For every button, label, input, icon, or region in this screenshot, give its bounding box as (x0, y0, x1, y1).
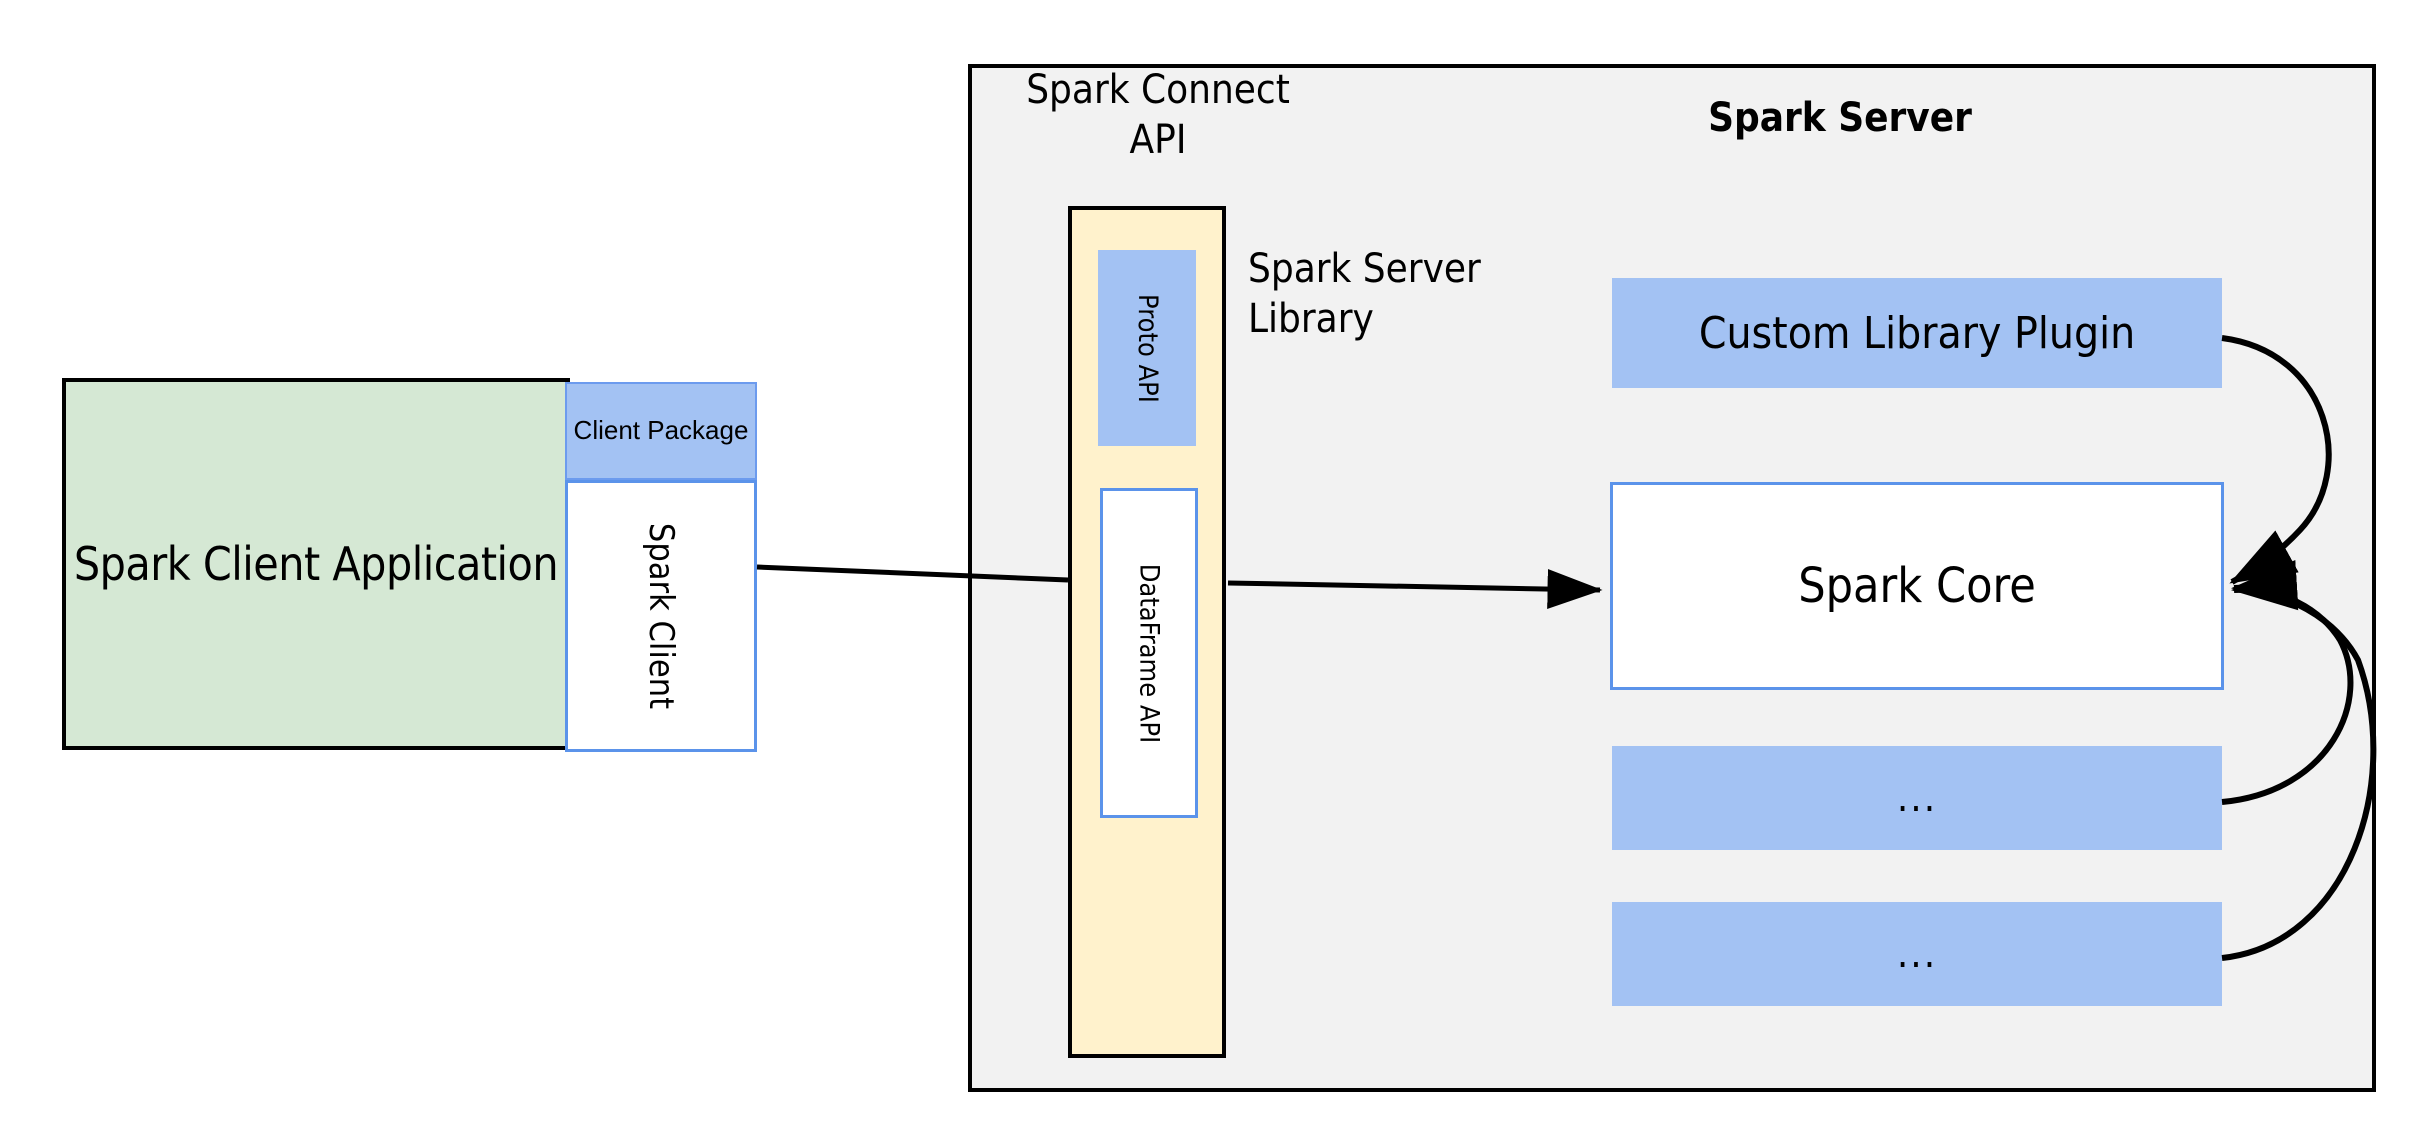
client-package-box[interactable]: Client Package (565, 382, 757, 480)
ellipsis-box-2-label: ... (1896, 931, 1938, 977)
spark-client-label: Spark Client (641, 522, 681, 710)
dataframe-api-label: DataFrame API (1133, 563, 1165, 743)
spark-client-box[interactable]: Spark Client (565, 480, 757, 752)
ellipsis-box-1-label: ... (1896, 775, 1938, 821)
custom-library-plugin-box[interactable]: Custom Library Plugin (1612, 278, 2222, 388)
spark-server-title: Spark Server (1708, 95, 1972, 141)
spark-client-application-label: Spark Client Application (73, 536, 559, 591)
ellipsis-box-2[interactable]: ... (1612, 902, 2222, 1006)
spark-connect-api-label: Spark Connect API (1026, 67, 1290, 163)
spark-client-application-box[interactable]: Spark Client Application (62, 378, 570, 750)
spark-server-library-label: Spark Server Library (1248, 246, 1481, 342)
custom-library-plugin-label: Custom Library Plugin (1698, 307, 2136, 359)
ellipsis-box-1[interactable]: ... (1612, 746, 2222, 850)
spark-core-label: Spark Core (1798, 558, 2036, 614)
spark-core-box[interactable]: Spark Core (1610, 482, 2224, 690)
proto-api-label: Proto API (1131, 293, 1163, 403)
proto-api-box[interactable]: Proto API (1098, 250, 1196, 446)
client-package-label: Client Package (573, 415, 749, 446)
dataframe-api-box[interactable]: DataFrame API (1100, 488, 1198, 818)
